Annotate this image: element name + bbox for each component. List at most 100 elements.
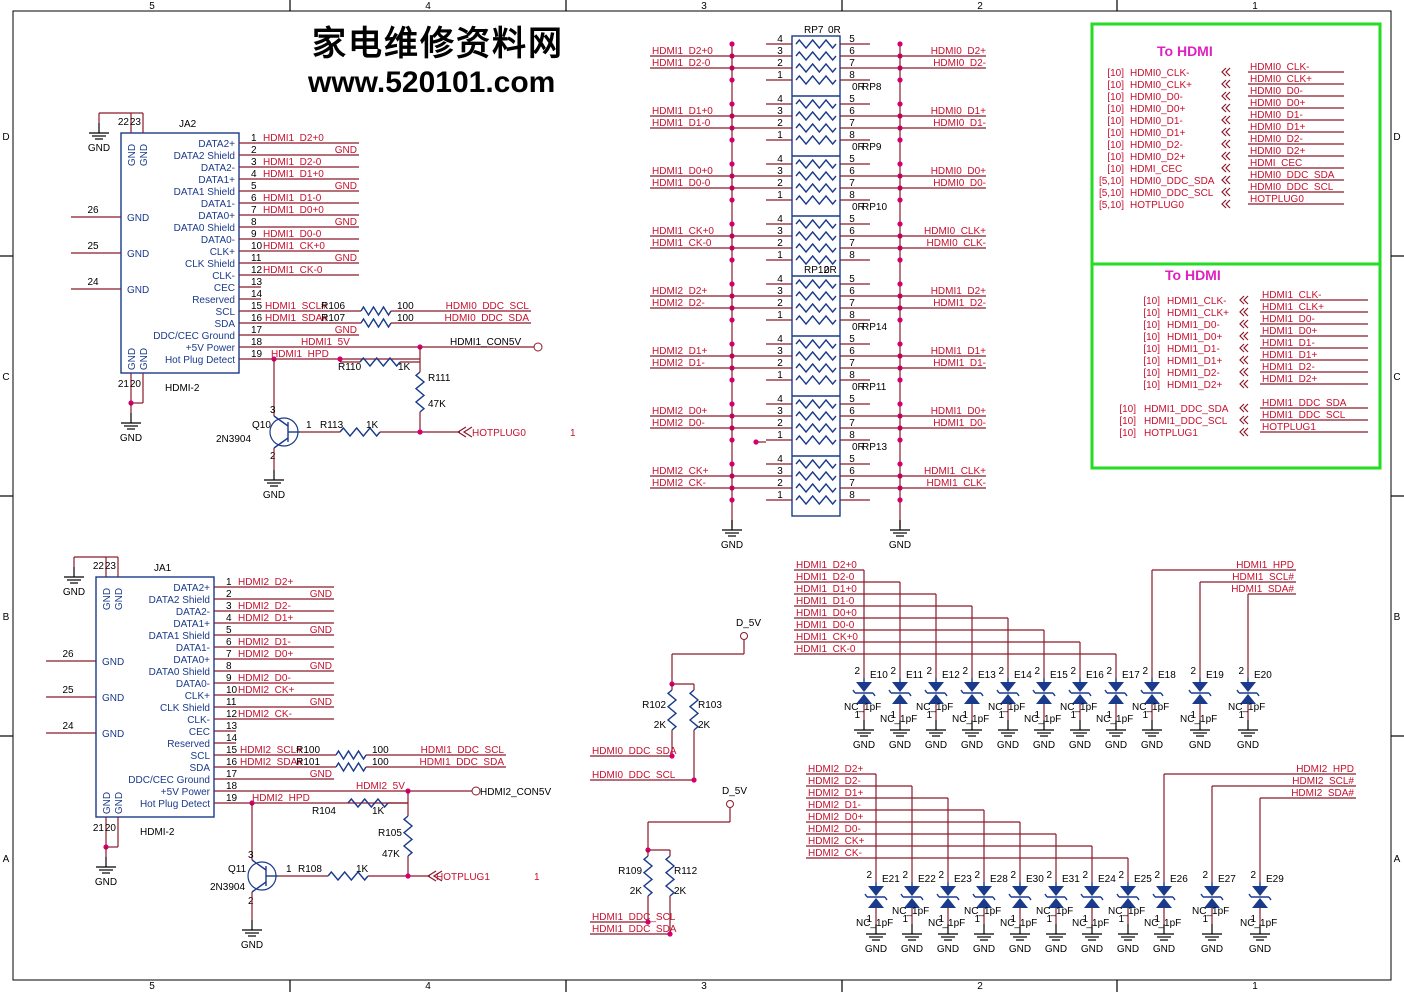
connector-pin-name: Hot Plug Detect [165,355,235,366]
rpack-ref: RP10 [862,202,887,213]
rpack-resistor [795,422,837,434]
junction-dot [417,429,423,435]
offpage-arrow [1221,187,1227,197]
net-label: GND [310,697,332,708]
resistor-value: 2K [654,720,667,731]
pin-number: 2 [1034,666,1040,677]
ground-label: GND [1201,944,1223,955]
junction-dot [897,197,903,203]
offpage-arrow [426,870,437,882]
pin-number: 5 [849,154,855,165]
tvs-diode-up [940,886,956,896]
pin-number: 3 [270,405,276,416]
port-signal-label: HDMI0_D2+ [1130,152,1185,163]
pin-number: 17 [226,769,238,780]
pin-number: 2 [1142,666,1148,677]
esd-value: NC_1pF [844,702,881,713]
rpack-resistor [795,278,837,290]
page-ref: [10] [1107,80,1124,91]
net-label: HDMI1_D1-0 [652,118,711,129]
pin-number: 2 [777,238,783,249]
tvs-diode-up [1084,886,1100,896]
connector-pin-name: Reserved [167,739,210,750]
esd-ref: E28 [990,874,1008,885]
pin-number: 24 [87,277,99,288]
net-label: HDMI0_CLK+ [924,226,986,237]
tvs-diode-down [1204,898,1220,908]
rpack-resistor [795,290,837,302]
resistor-r111 [414,371,426,413]
net-label: GND [310,589,332,600]
gnd-pin-label: GND [127,249,149,260]
pin-number: 9 [226,673,232,684]
net-label: HDMI2_SCL# [240,745,302,756]
net-label: HDMI1_CLK+ [924,466,986,477]
ground-label: GND [1009,944,1031,955]
wire [1088,692,1092,697]
resistor-value: 47K [382,849,400,860]
pin-number: 3 [248,850,254,861]
net-label: HDMI1_D1- [933,358,986,369]
wire [1008,893,1012,898]
pin-number: 7 [849,118,855,129]
net-label: HDMI2_D1- [652,358,705,369]
junction-dot [729,341,735,347]
esd-ref: E11 [906,670,923,681]
rpack-ref: RP13 [862,442,887,453]
net-label: HDMI2_CK+ [652,466,709,477]
tvs-diode-down [1072,694,1088,704]
esd-ref: E22 [918,874,936,885]
pin-number: 15 [251,301,263,312]
esd-value: NC_1pF [1024,714,1061,725]
port-signal-label: HDMI0_D1+ [1250,122,1305,133]
pin-number: 6 [849,46,855,57]
net-label: GND [310,625,332,636]
pin-number: 2 [1046,870,1052,881]
net-label: HDMI1_D0-0 [652,178,711,189]
page-ref: [10] [1107,104,1124,115]
pin-number: 5 [849,454,855,465]
resistor-pullup [642,855,654,897]
wire [1032,689,1036,694]
connector-pin-name: DATA2 Shield [149,595,210,606]
pin-number: 23 [130,117,142,128]
junction-dot [897,377,903,383]
wire [1064,896,1068,901]
net-label: HDMI2_D0+ [238,649,293,660]
net-label: HDMI1_5V [301,337,350,348]
wire [1016,692,1020,697]
connector-pin-name: CLK+ [185,691,210,702]
gnd-pin-label: GND [139,348,150,370]
pin-number: 1 [1034,710,1040,721]
esd-ref: E30 [1026,874,1044,885]
net-label: HDMI0_D2+ [931,46,986,57]
connector-pin-name: DDC/CEC Ground [128,775,210,786]
wire [1124,692,1128,697]
net-label: HDMI1_CK+0 [796,632,858,643]
pin-number: 2 [777,418,783,429]
pin-number: 2 [777,298,783,309]
pin-number: 2 [248,896,254,907]
tvs-diode-up [1000,682,1016,692]
junction-dot [729,161,735,167]
junction-dot [897,341,903,347]
wire [1256,692,1260,697]
port-signal-label: HDMI0_D2- [1250,134,1303,145]
page-ref: [5,10] [1099,188,1124,199]
pin-number: 2 [1070,666,1076,677]
offpage-arrow [1221,199,1227,209]
resistor-value: 1K [398,362,411,373]
port-signal-label: HDMI0_DDC_SDA [1130,176,1215,187]
junction-dot [729,461,735,467]
zone-column-label: 5 [149,981,155,992]
pin-number: 1 [1046,914,1052,925]
pin-number: 4 [777,394,783,405]
wire [1160,692,1164,697]
resistor-ref: R105 [378,828,402,839]
wire [1068,689,1072,694]
resistor-ref: R109 [618,866,642,877]
connector-pin-name: DATA0 Shield [174,223,235,234]
pin-number: 1 [777,310,783,321]
wire [888,689,892,694]
rpack-resistor [795,98,837,110]
